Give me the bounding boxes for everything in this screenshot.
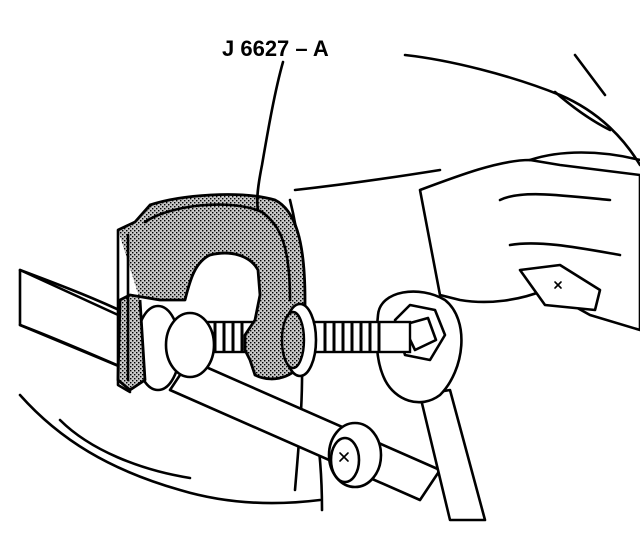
hand [418, 151, 640, 332]
lower-arm [168, 358, 442, 502]
puller-tool [116, 193, 318, 394]
tool-callout: J 6627 – A [222, 36, 329, 212]
wrench [375, 290, 487, 522]
tool-label: J 6627 – A [222, 36, 329, 61]
tie-rod-end [134, 304, 216, 392]
